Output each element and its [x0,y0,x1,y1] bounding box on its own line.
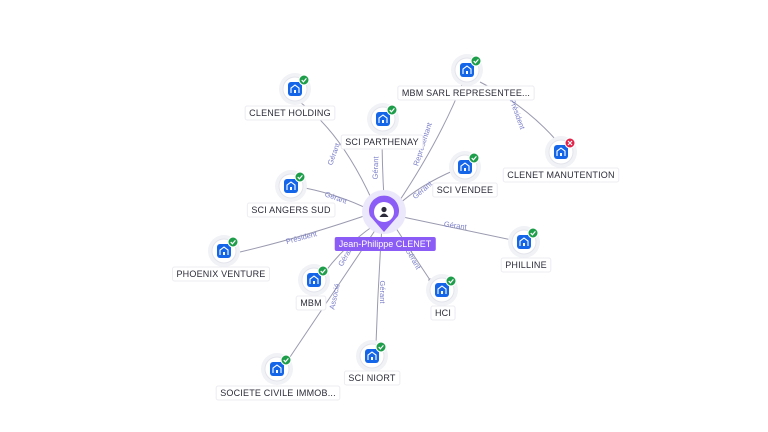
edge-label-clenet-manutention: Président [508,98,528,132]
edge-philline [397,215,513,241]
verified-check-icon [280,354,292,366]
company-name: MBM [300,298,322,308]
company-name-bg [500,257,552,273]
building-icon [458,160,472,174]
verified-check-icon [298,74,310,86]
company-name: SCI NIORT [348,373,395,383]
company-node-sci-parthenay[interactable]: SCI PARTHENAY [340,103,424,150]
nodes-layer: CLENET HOLDING MBM SARL REPRESENTEE... SCI… [171,54,620,401]
company-name-bg [215,385,341,401]
building-icon [288,82,302,96]
closed-x-icon [564,137,576,149]
company-node-sci-angers-sud[interactable]: SCI ANGERS SUD [246,170,336,218]
company-name-bg [295,295,327,311]
company-name: SCI PARTHENAY [345,137,419,147]
edge-label-clenet-holding: Gérant [325,141,342,166]
edge-label-sci-niort: Gérant [378,281,387,305]
company-node-clenet-manutention[interactable]: CLENET MANUTENTION [502,136,620,183]
building-icon [284,179,298,193]
company-node-clenet-holding[interactable]: CLENET HOLDING [244,73,336,121]
company-name-bg [340,134,424,150]
building-icon [365,349,379,363]
verified-check-icon [445,275,457,287]
company-name: PHILLINE [505,260,547,270]
verified-check-icon [317,265,329,277]
building-icon [554,145,568,159]
verified-check-icon [470,55,482,67]
company-name: SOCIETE CIVILE IMMOB... [220,388,336,398]
company-name-bg [343,370,401,386]
company-name: MBM SARL REPRESENTEE... [402,88,530,98]
company-name-bg [502,167,620,183]
company-name: PHOENIX VENTURE [176,269,265,279]
company-name-bg [246,202,336,218]
company-name-bg [432,182,498,198]
verified-check-icon [375,341,387,353]
company-name-bg [397,85,535,101]
company-name: SCI VENDEE [437,185,494,195]
edge-label-phoenix-venture: Président [285,229,319,246]
building-icon [435,283,449,297]
company-name-bg [244,105,336,121]
verified-check-icon [468,152,480,164]
company-name: HCI [435,308,451,318]
company-node-phoenix-venture[interactable]: PHOENIX VENTURE [171,235,271,282]
company-node-mbm-sarl[interactable]: MBM SARL REPRESENTEE... [397,54,535,101]
edge-label-societe-civile: Associé [327,283,341,311]
building-icon [376,112,390,126]
building-icon [460,63,474,77]
center-name: Jean-Philippe CLENET [339,239,432,249]
edge-phoenix-venture [239,213,371,253]
company-name-bg [171,266,271,282]
building-icon [270,362,284,376]
edge-label-sci-parthenay: Gérant [371,155,381,179]
company-node-hci[interactable]: HCI [426,274,458,321]
verified-check-icon [386,104,398,116]
company-name: CLENET HOLDING [249,108,331,118]
verified-check-icon [227,236,239,248]
person-icon [379,206,389,217]
company-name-bg [430,305,456,321]
company-name: SCI ANGERS SUD [251,205,331,215]
building-icon [307,273,321,287]
company-name: CLENET MANUTENTION [507,170,614,180]
building-icon [217,244,231,258]
company-node-sci-niort[interactable]: SCI NIORT [343,340,401,386]
company-node-societe-civile[interactable]: SOCIETE CIVILE IMMOB... [215,353,341,401]
verified-check-icon [527,227,539,239]
verified-check-icon [294,171,306,183]
building-icon [517,235,531,249]
company-node-philline[interactable]: PHILLINE [500,226,552,273]
company-node-mbm[interactable]: MBM [295,264,330,311]
center-node[interactable]: Jean-Philippe CLENET [334,190,436,251]
edge-label-philline: Gérant [443,219,468,231]
company-node-sci-vendee[interactable]: SCI VENDEE [432,151,498,198]
center-name-bg [334,237,436,251]
